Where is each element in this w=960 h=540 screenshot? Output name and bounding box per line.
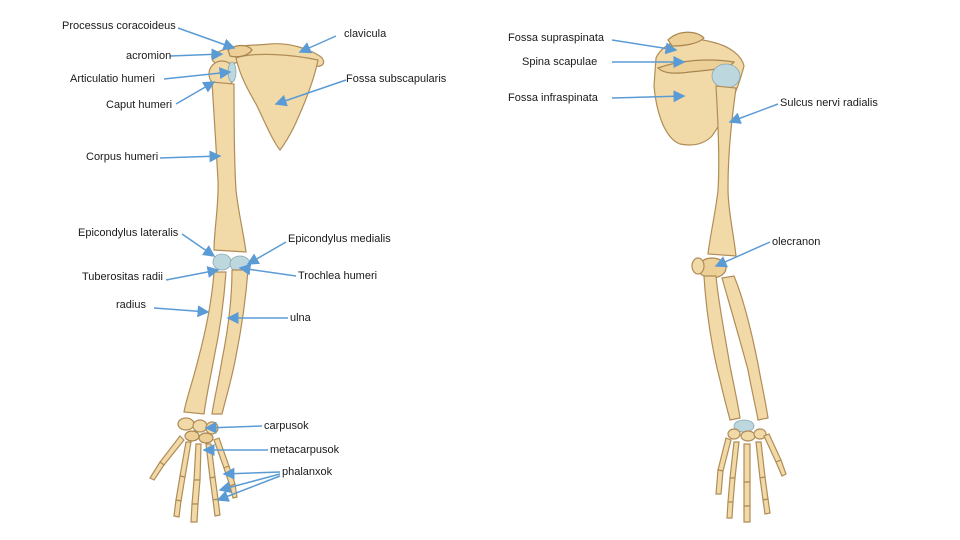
humerus-bone — [211, 81, 247, 253]
label-ulna: ulna — [290, 312, 311, 324]
label-corpus-humeri: Corpus humeri — [86, 151, 159, 163]
capitulum — [212, 253, 232, 271]
lateral-epicondyle-posterior — [691, 257, 705, 275]
label-epicondylus-lateralis: Epicondylus lateralis — [78, 227, 179, 239]
anterior-pointer-lines — [153, 27, 347, 502]
label-epicondylus-medialis: Epicondylus medialis — [288, 233, 391, 245]
label-sulcus-nervi-radialis: Sulcus nervi radialis — [780, 97, 878, 109]
scapula-bone — [235, 53, 319, 151]
label-tuberositas-radii: Tuberositas radii — [82, 271, 163, 283]
label-articulatio-humeri: Articulatio humeri — [70, 73, 155, 85]
radius-bone — [183, 271, 227, 415]
label-acromion: acromion — [126, 50, 172, 62]
label-fossa-infraspinata: Fossa infraspinata — [508, 92, 598, 104]
posterior-pointer-lines — [611, 39, 779, 268]
posterior-ulna-bone — [703, 275, 741, 421]
label-carpusok: carpusok — [264, 420, 309, 432]
label-spina-scapulae: Spina scapulae — [522, 56, 598, 68]
posterior-humerus-bone — [707, 85, 737, 257]
label-olecranon: olecranon — [772, 236, 821, 248]
posterior-hand-bones — [715, 433, 787, 523]
hand-bones — [149, 435, 238, 523]
label-clavicula: clavicula — [344, 28, 387, 40]
posterior-carpal-bones — [727, 419, 767, 442]
label-radius: radius — [116, 299, 146, 311]
posterior-arm-illustration — [653, 31, 787, 523]
label-fossa-subscapularis: Fossa subscapularis — [346, 73, 447, 85]
label-phalanxok: phalanxok — [282, 466, 333, 478]
posterior-humeral-head — [711, 63, 741, 89]
label-metacarpusok: metacarpusok — [270, 444, 340, 456]
label-trochlea-humeri: Trochlea humeri — [298, 270, 378, 282]
label-processus-coracoideus: Processus coracoideus — [62, 20, 176, 32]
posterior-radius-bone — [721, 275, 769, 421]
label-fossa-supraspinata: Fossa supraspinata — [508, 32, 604, 44]
label-caput-humeri: Caput humeri — [106, 99, 173, 111]
